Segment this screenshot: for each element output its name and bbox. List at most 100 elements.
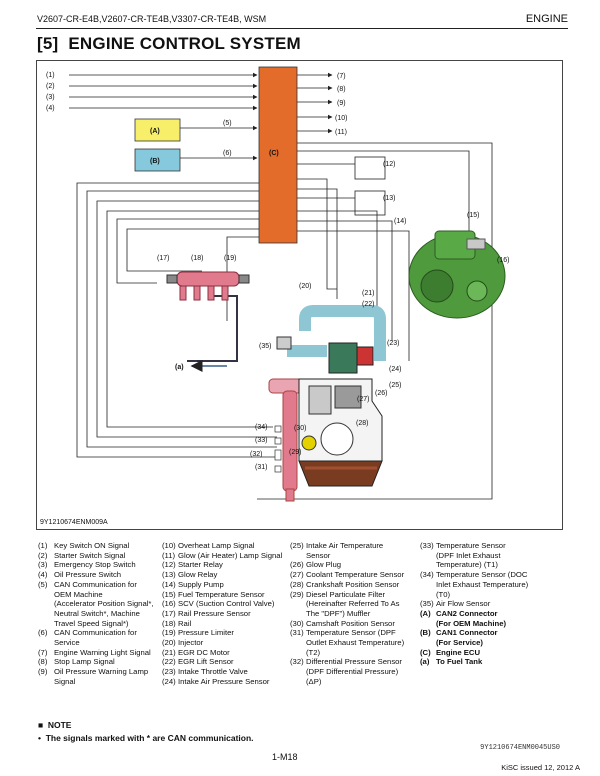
legend-item: (11)Glow (Air Heater) Lamp Signal [162,551,287,561]
callout-4: (4) [46,105,55,112]
legend-key: (20) [162,638,176,648]
callout-22: (22) [362,301,374,308]
legend-text: Oil Pressure Switch [54,570,122,580]
callout-34: (34) [255,424,267,431]
legend-item: (31)Temperature Sensor (DPF Outlet Exhau… [290,628,418,657]
legend-key: (B) [420,628,431,638]
legend-text: Injector [178,638,204,648]
legend-key: (15) [162,589,176,599]
legend-key: (3) [38,560,48,570]
legend-key: (4) [38,570,48,580]
legend-text: Rail Pressure Sensor [178,608,251,618]
legend-item: (7)Engine Warning Light Signal [38,648,156,658]
legend-key: (1) [38,541,48,550]
engine-block-graphic [298,378,383,487]
legend-item: (A) CAN2 Connector (For OEM Machine) [420,609,568,628]
engine-ecu-box [258,66,298,244]
legend-text: Oil Pressure Warning Lamp Signal [54,667,149,686]
legend-item: (17)Rail Pressure Sensor [162,609,287,619]
callout-26: (26) [375,390,387,397]
legend-text: Temperature Sensor (DPF Inlet Exhaust Te… [436,541,506,570]
legend-item: (13)Glow Relay [162,570,287,580]
callout-11: (11) [335,129,347,136]
callout-14: (14) [394,218,406,225]
legend-col-2: (10)Overheat Lamp Signal(11)Glow (Air He… [162,541,287,687]
callout-9: (9) [337,100,346,107]
legend-item: (16)SCV (Suction Control Valve) [162,599,287,609]
legend-key: (35) [420,599,434,609]
supply-pump-graphic [408,230,506,319]
legend-text: Engine ECU [436,647,480,657]
legend-item: (14)Supply Pump [162,580,287,590]
legend-text: Intake Air Temperature Sensor [306,541,384,560]
legend-text: EGR DC Motor [178,647,230,657]
page-number: 1-M18 [272,752,298,762]
note-body: The signals marked with * are CAN commun… [45,733,254,743]
legend-text: Camshaft Position Sensor [306,618,395,628]
legend-key: (A) [420,608,431,618]
legend-key: (7) [38,647,48,657]
engine-control-diagram: (C) (A) (B) [36,60,563,530]
legend-text: Coolant Temperature Sensor [306,570,405,580]
legend-key: (6) [38,628,48,638]
legend-key: (16) [162,599,176,609]
common-rail-graphic [166,271,250,301]
header-rule [36,28,568,29]
legend-key: (9) [38,667,48,677]
note-heading: ■ NOTE [38,720,72,730]
legend-key: (22) [162,657,176,667]
legend-key: (29) [290,589,304,599]
legend-text: Diesel Particulate Filter (Hereinafter R… [306,589,400,618]
legend-item: (20)Injector [162,638,287,648]
legend-key: (27) [290,570,304,580]
legend-item: (8) Stop Lamp Signal [38,657,156,667]
header-models: V2607-CR-E4B,V2607-CR-TE4B,V3307-CR-TE4B… [37,14,267,24]
legend-text: EGR Lift Sensor [178,657,234,667]
legend-item: (18)Rail [162,619,287,629]
legend-item: (6)CAN Communication for Service [38,628,156,647]
legend-text: Supply Pump [178,579,224,589]
callout-18: (18) [191,255,203,262]
legend-text: Temperature Sensor (DOC Inlet Exhaust Te… [436,570,529,599]
callout-24: (24) [389,366,401,373]
legend-key: (11) [162,550,176,560]
legend-text: Fuel Temperature Sensor [178,589,265,599]
legend-key: (30) [290,618,304,628]
legend-item: (22)EGR Lift Sensor [162,657,287,667]
callout-17: (17) [157,255,169,262]
legend-key: (28) [290,579,304,589]
legend-key: (18) [162,618,176,628]
legend-text: Glow Relay [178,570,218,580]
legend-text: Differential Pressure Sensor (DPF Differ… [306,657,402,686]
legend-item: (C)Engine ECU [420,648,568,658]
callout-6: (6) [223,150,232,157]
legend-key: (32) [290,657,304,667]
callout-5: (5) [223,120,232,127]
label-fuel-tank: (a) [175,364,184,371]
legend-item: (35)Air Flow Sensor [420,599,568,609]
legend-item: (24)Intake Air Pressure Sensor [162,677,287,687]
callout-35: (35) [259,343,271,350]
legend-col-3: (25)Intake Air Temperature Sensor(26)Glo… [290,541,418,687]
legend-key: (13) [162,570,176,580]
legend-text: SCV (Suction Control Valve) [178,599,275,609]
legend-text: CAN2 Connector (For OEM Machine) [436,608,507,628]
section-number: [5] [37,34,59,53]
legend-text: Stop Lamp Signal [54,657,115,667]
legend-text: Glow (Air Heater) Lamp Signal [178,550,283,560]
legend-key: (26) [290,560,304,570]
legend-text: Temperature Sensor (DPF Outlet Exhaust T… [306,628,405,657]
callout-32: (32) [250,451,262,458]
legend-item: (3)Emergency Stop Switch [38,560,156,570]
legend-col-1: (1)Key Switch ON Signal(2)Starter Switch… [38,541,156,687]
header-section: ENGINE [525,13,568,25]
callout-12: (12) [383,161,395,168]
callout-7: (7) [337,73,346,80]
callout-15: (15) [467,212,479,219]
callout-27: (27) [357,396,369,403]
air-flow-sensor-graphic [276,336,292,350]
legend-key: (5) [38,579,48,589]
legend-item: (5)CAN Communication for OEM Machine (Ac… [38,580,156,629]
legend-key: (8) [38,657,48,667]
legend-key: (34) [420,570,434,580]
